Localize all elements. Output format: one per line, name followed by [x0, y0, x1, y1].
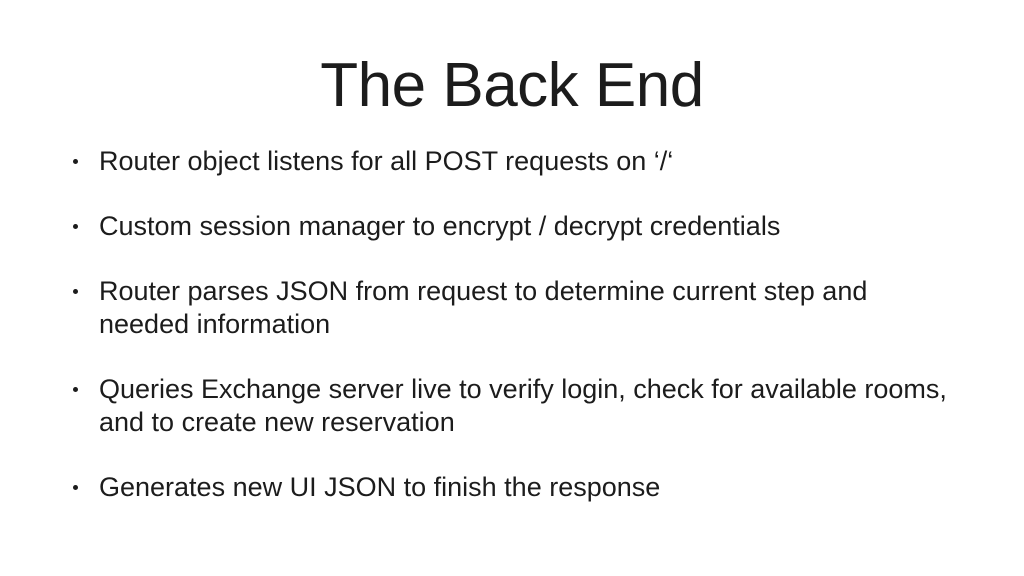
bullet-dot-icon: [73, 159, 78, 164]
list-item-text: Custom session manager to encrypt / decr…: [99, 211, 781, 241]
bullet-dot-icon: [73, 387, 78, 392]
bullet-dot-icon: [73, 289, 78, 294]
list-item: Router object listens for all POST reque…: [68, 145, 958, 178]
list-item: Queries Exchange server live to verify l…: [68, 373, 958, 439]
list-item-text: Queries Exchange server live to verify l…: [99, 374, 947, 437]
list-item-text: Generates new UI JSON to finish the resp…: [99, 472, 661, 502]
list-item: Generates new UI JSON to finish the resp…: [68, 471, 958, 504]
bullet-dot-icon: [73, 224, 78, 229]
list-item-text: Router parses JSON from request to deter…: [99, 276, 868, 339]
page-title: The Back End: [320, 51, 704, 120]
list-item-text: Router object listens for all POST reque…: [99, 146, 674, 176]
bullet-list: Router object listens for all POST reque…: [68, 145, 958, 504]
bullet-dot-icon: [73, 485, 78, 490]
list-item: Custom session manager to encrypt / decr…: [68, 210, 958, 243]
list-item: Router parses JSON from request to deter…: [68, 275, 958, 341]
